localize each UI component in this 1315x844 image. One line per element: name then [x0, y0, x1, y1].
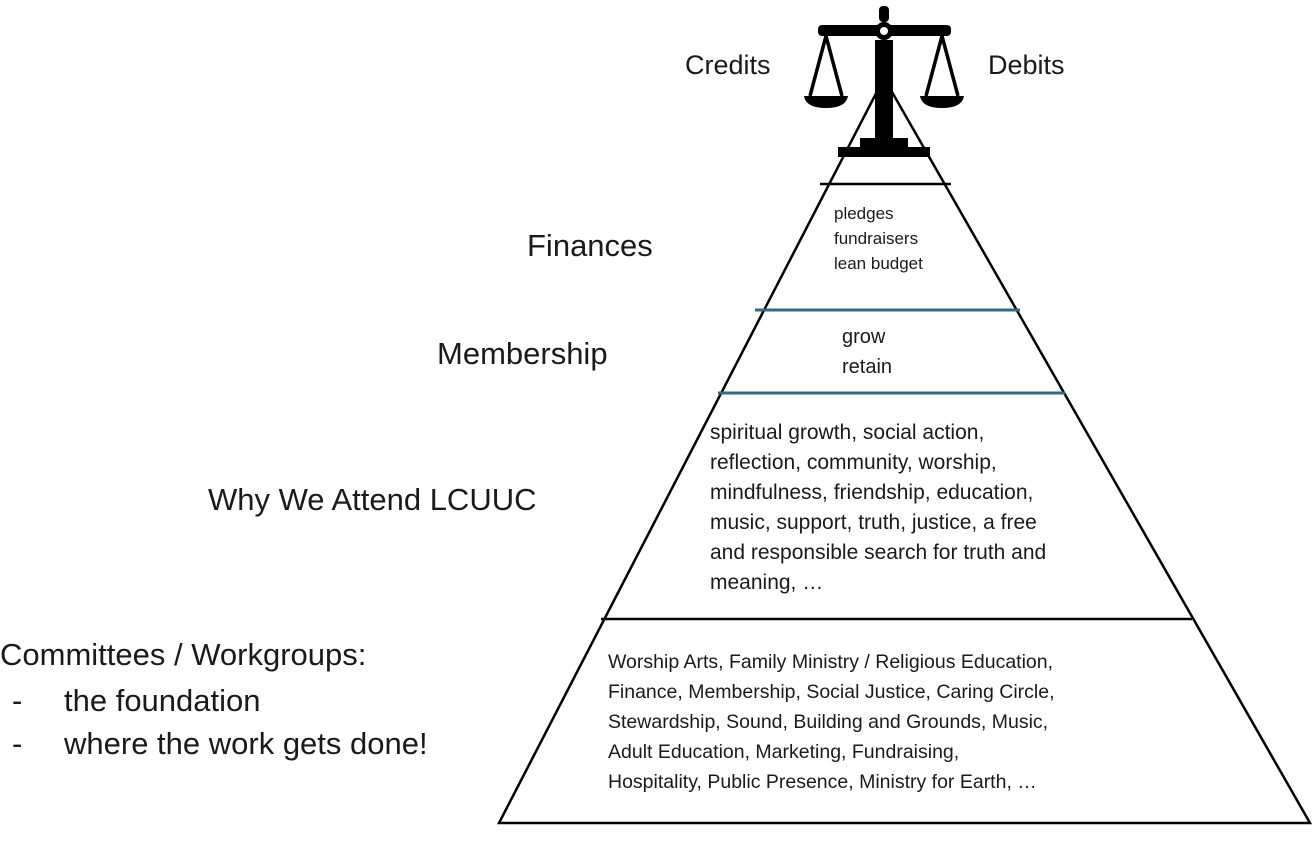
credits-label: Credits — [685, 50, 771, 80]
membership-item: retain — [842, 356, 893, 378]
committees-line: Stewardship, Sound, Building and Grounds… — [608, 711, 1049, 733]
pyramid-outline — [496, 75, 1313, 825]
why-line: and responsible search for truth and — [710, 541, 1047, 564]
debits-label: Debits — [988, 50, 1065, 80]
membership-items: grow retain — [842, 322, 892, 382]
committees-line: Finance, Membership, Social Justice, Car… — [608, 681, 1055, 703]
bullet-marker: - — [12, 683, 23, 718]
committees-bullet: the foundation — [64, 683, 261, 718]
committees-line: Hospitality, Public Presence, Ministry f… — [608, 771, 1037, 793]
committees-title: Committees / Workgroups: — [0, 637, 367, 672]
why-we-attend-label: Why We Attend LCUUC — [208, 482, 537, 517]
finances-item: pledges — [834, 204, 894, 223]
membership-label: Membership — [437, 336, 608, 371]
why-items: spiritual growth, social action, reflect… — [710, 418, 1046, 598]
committees-bullet: where the work gets done! — [64, 726, 428, 761]
why-line: spiritual growth, social action, — [710, 421, 985, 444]
committees-line: Adult Education, Marketing, Fundraising, — [608, 741, 960, 763]
finances-item: lean budget — [834, 254, 923, 273]
finances-label: Finances — [527, 228, 653, 263]
why-line: music, support, truth, justice, a free — [710, 511, 1037, 534]
membership-item: grow — [842, 326, 886, 348]
committees-line: Worship Arts, Family Ministry / Religiou… — [608, 651, 1054, 673]
finances-items: pledges fundraisers lean budget — [834, 201, 923, 276]
finances-item: fundraisers — [834, 229, 919, 248]
bullet-marker: - — [12, 726, 23, 761]
why-line: meaning, … — [710, 571, 824, 594]
balance-scale-icon — [804, 6, 964, 157]
why-line: mindfulness, friendship, education, — [710, 481, 1034, 504]
why-line: reflection, community, worship, — [710, 451, 997, 474]
committees-items: Worship Arts, Family Ministry / Religiou… — [608, 647, 1055, 797]
